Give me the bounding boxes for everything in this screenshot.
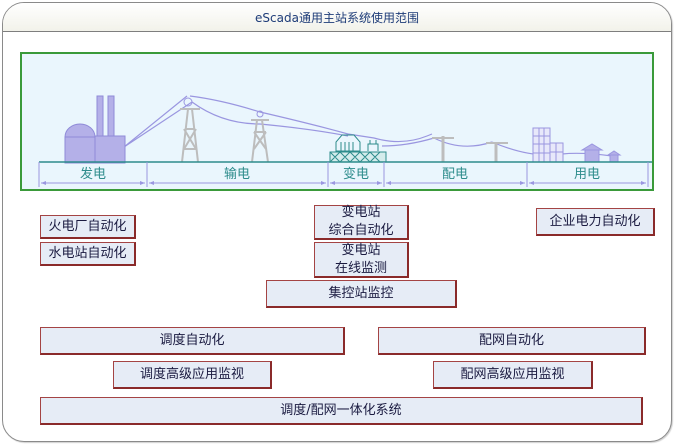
segment-scale: 发电 输电 变电 配电 用电 (38, 161, 652, 187)
box-substation-integrated-automation[interactable]: 变电站 综合自动化 (314, 205, 409, 240)
segment-label-distribution: 配电 (442, 167, 468, 182)
scene-svg: 发电 输电 变电 配电 用电 (38, 95, 652, 187)
building-icon (532, 127, 564, 163)
box-label: 配网自动化 (478, 332, 544, 348)
substation-icon (329, 134, 387, 163)
box-label: 配网高级应用监视 (460, 366, 565, 382)
box-label: 调度/配网一体化系统 (280, 402, 402, 418)
box-distribution-advanced-monitoring[interactable]: 配网高级应用监视 (433, 361, 593, 389)
box-label: 水电站自动化 (48, 245, 127, 261)
box-label: 火电厂自动化 (48, 218, 127, 234)
box-dispatch-automation[interactable]: 调度自动化 (40, 327, 345, 355)
segment-label-consumption: 用电 (574, 167, 600, 182)
power-chain-illustration: 发电 输电 变电 配电 用电 (20, 52, 654, 191)
box-dispatch-distribution-integrated-system[interactable]: 调度/配网一体化系统 (40, 397, 643, 425)
power-plant-icon (64, 95, 126, 164)
box-label-line2: 在线监测 (334, 260, 387, 276)
segment-label-generation: 发电 (80, 166, 106, 182)
segment-label-transmission: 输电 (224, 166, 250, 182)
box-substation-online-monitoring[interactable]: 变电站 在线监测 (314, 242, 409, 278)
box-label: 集控站监控 (328, 285, 394, 301)
window-title: eScada通用主站系统使用范围 (255, 11, 419, 25)
house-icon (580, 143, 604, 163)
box-label: 调度自动化 (159, 332, 225, 348)
box-label: 调度高级应用监视 (139, 366, 244, 382)
box-centralized-control-monitoring[interactable]: 集控站监控 (266, 280, 457, 308)
box-label-line2: 综合自动化 (328, 223, 394, 238)
box-label-line1: 变电站 (341, 242, 381, 258)
segment-label-transformation: 变电 (343, 166, 369, 182)
transmission-tower-icon (251, 110, 269, 163)
box-hydro-station-automation[interactable]: 水电站自动化 (40, 242, 136, 266)
title-bar: eScada通用主站系统使用范围 (3, 3, 671, 32)
box-enterprise-power-automation[interactable]: 企业电力自动化 (536, 208, 655, 236)
distribution-pole-icon (432, 136, 454, 162)
distribution-pole-icon (486, 142, 508, 162)
box-dispatch-advanced-monitoring[interactable]: 调度高级应用监视 (113, 361, 272, 389)
box-thermal-plant-automation[interactable]: 火电厂自动化 (40, 215, 136, 239)
transmission-tower-icon (180, 97, 200, 163)
house-icon (606, 150, 622, 163)
box-label: 企业电力自动化 (549, 213, 641, 229)
box-distribution-automation[interactable]: 配网自动化 (378, 327, 646, 355)
box-label-line1: 变电站 (341, 205, 381, 220)
